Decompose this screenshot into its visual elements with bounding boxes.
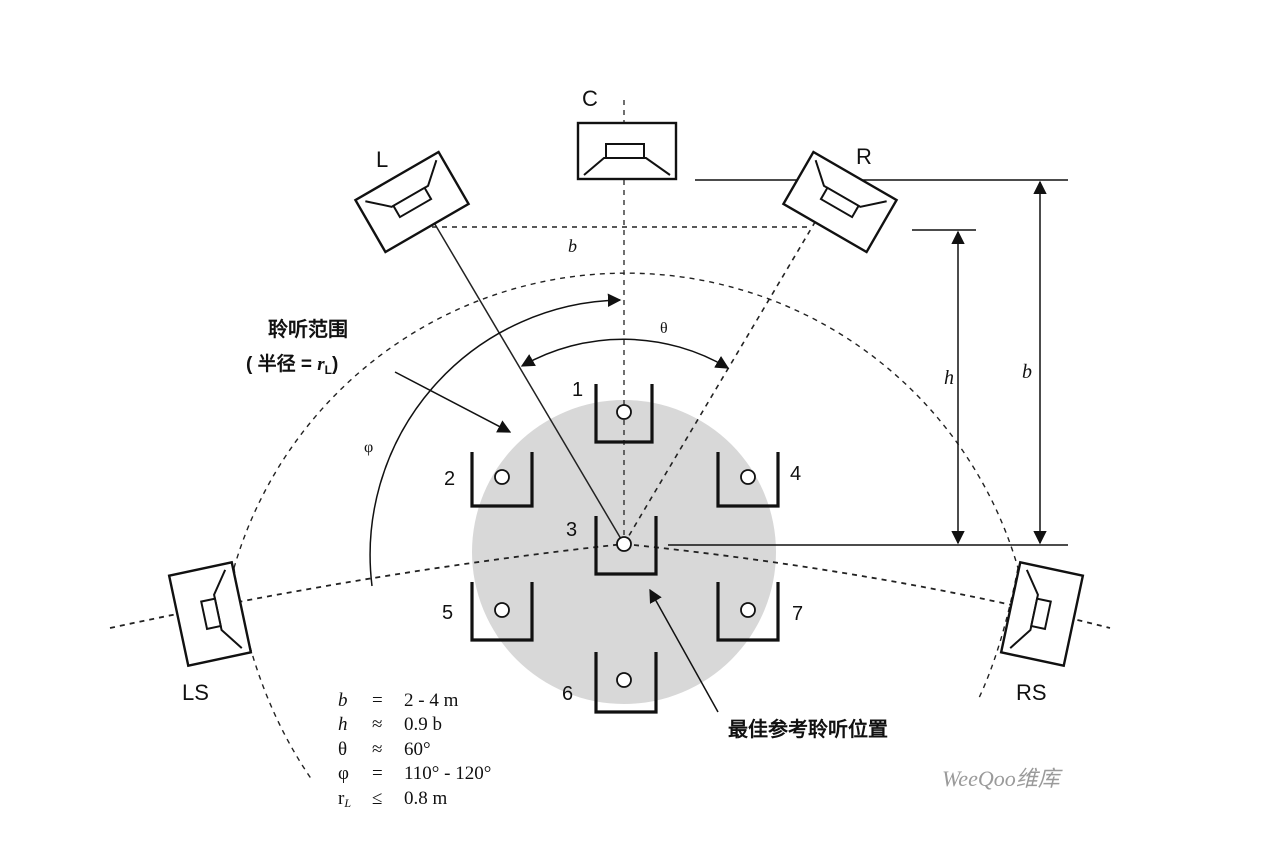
speaker-label-ls: LS [182, 680, 209, 705]
listening-area-label: 聆听范围 [268, 317, 348, 341]
listening-area-pointer [394, 371, 512, 433]
seat-number-7: 7 [792, 603, 803, 625]
formula-op-0: = [372, 690, 383, 711]
theta-arc [520, 338, 730, 369]
watermark: WeeQoo维库 [942, 766, 1064, 791]
seat-number-3: 3 [566, 519, 577, 541]
formula-val-4: 0.8 m [404, 788, 448, 809]
seat-7 [716, 582, 780, 642]
formula-op-3: = [372, 763, 383, 784]
speaker-label-c: C [582, 86, 598, 111]
speaker-center [576, 121, 678, 181]
line-to-right [623, 179, 841, 545]
line-to-left [409, 181, 625, 545]
seat-number-6: 6 [562, 683, 573, 705]
speaker-label-l: L [376, 147, 388, 172]
formula-sym-2: θ [338, 739, 347, 760]
formula-sym-4-sub: L [343, 796, 351, 810]
radius-suffix: ) [332, 354, 338, 375]
surround-arc-left [233, 567, 313, 781]
listening-area-circle [472, 400, 776, 704]
speaker-right-surround [999, 560, 1085, 668]
seat-number-4: 4 [790, 463, 801, 485]
formula-op-4: ≤ [372, 788, 382, 809]
speaker-label-rs: RS [1016, 680, 1047, 705]
radius-symbol: r [317, 354, 325, 375]
seat-3 [594, 516, 658, 576]
formula-val-1: 0.9 b [404, 714, 442, 735]
formula-sym-0: b [338, 690, 348, 711]
formula-sym-4-main: r [338, 788, 345, 809]
best-position-label: 最佳参考聆听位置 [728, 717, 888, 741]
formula-op-1: ≈ [372, 714, 382, 735]
formula-val-3: 110° - 120° [404, 763, 491, 784]
phi-arc [369, 293, 622, 587]
listening-area-radius-label: ( 半径 = rL) [246, 352, 338, 377]
seat-2 [470, 452, 534, 508]
label-theta: θ [660, 320, 668, 337]
speaker-arc [233, 272, 1019, 569]
radius-prefix: ( 半径 = [246, 352, 317, 375]
speaker-label-r: R [856, 144, 872, 169]
radius-subscript: L [325, 363, 332, 377]
seat-4 [716, 452, 780, 508]
formula-val-0: 2 - 4 m [404, 690, 459, 711]
formula-sym-1: h [338, 714, 348, 735]
seat-1 [594, 384, 654, 444]
label-phi: φ [364, 439, 373, 456]
formula-list: b = 2 - 4 m h ≈ 0.9 b θ ≈ 60° φ = 110° -… [338, 690, 491, 810]
best-position-pointer [649, 588, 719, 713]
label-h: h [944, 367, 954, 389]
speaker-left [353, 150, 471, 254]
seat-number-2: 2 [444, 468, 455, 490]
seat-number-1: 1 [572, 379, 583, 401]
seat-number-5: 5 [442, 602, 453, 624]
formula-sym-3: φ [338, 763, 349, 784]
speaker-left-surround [167, 560, 253, 668]
formula-op-2: ≈ [372, 739, 382, 760]
label-b-side: b [1022, 361, 1032, 383]
speaker-right [781, 150, 899, 254]
seat-6 [594, 652, 658, 714]
line-to-rs [623, 543, 1111, 629]
formula-sym-4: rL [338, 788, 351, 810]
formula-val-2: 60° [404, 739, 431, 760]
seat-5 [470, 582, 534, 642]
label-b-top: b [568, 236, 577, 256]
